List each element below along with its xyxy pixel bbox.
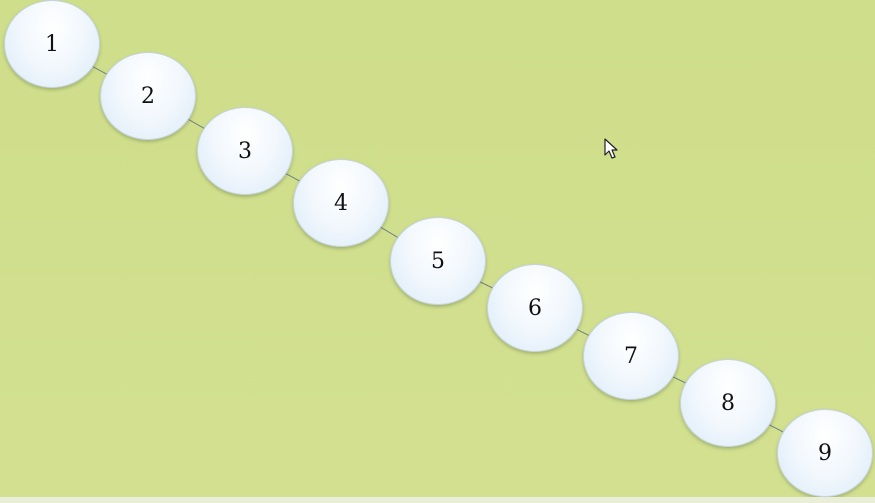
node-9[interactable]: 9: [777, 409, 873, 497]
node-label: 8: [721, 390, 735, 416]
node-label: 7: [624, 343, 638, 369]
node-label: 3: [238, 138, 252, 164]
node-5[interactable]: 5: [390, 217, 486, 305]
bottom-strip: [0, 497, 875, 503]
node-6[interactable]: 6: [487, 264, 583, 352]
node-1[interactable]: 1: [4, 0, 100, 88]
node-3[interactable]: 3: [197, 107, 293, 195]
node-label: 2: [141, 83, 155, 109]
node-label: 5: [431, 248, 445, 274]
node-label: 9: [818, 440, 832, 466]
mouse-pointer-icon: [604, 138, 618, 159]
node-4[interactable]: 4: [293, 159, 389, 247]
node-label: 6: [528, 295, 542, 321]
node-label: 1: [45, 31, 59, 57]
node-7[interactable]: 7: [583, 312, 679, 400]
node-label: 4: [334, 190, 348, 216]
node-2[interactable]: 2: [100, 52, 196, 140]
node-8[interactable]: 8: [680, 359, 776, 447]
